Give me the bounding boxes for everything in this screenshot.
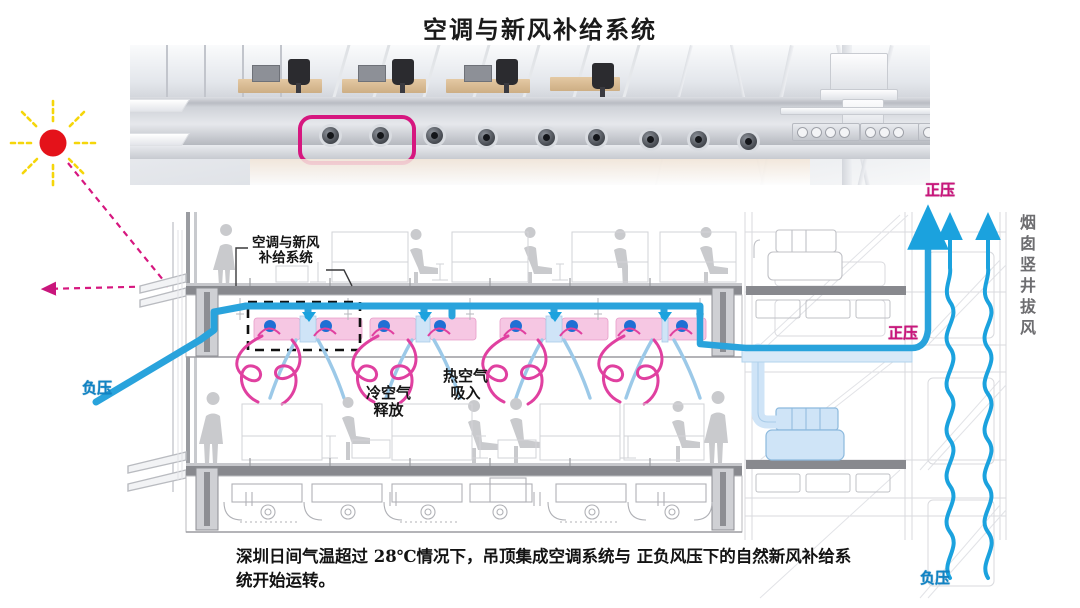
render-air-nozzle	[538, 129, 555, 146]
render-mullion	[204, 45, 206, 97]
ceiling-module-dashed-outline	[246, 300, 362, 352]
mid-floor-furniture	[241, 403, 705, 461]
render-monitor	[358, 65, 386, 82]
lower-ceiling-modules	[223, 477, 713, 523]
render-equipment-rail	[780, 107, 930, 115]
label-hot-air: 热空气 吸入	[443, 367, 489, 402]
label-positive-pressure-top: 正压	[925, 181, 956, 199]
label-chimney-shaft: 烟囱竖井拔风	[1017, 214, 1036, 340]
upper-floor-finish	[186, 283, 742, 286]
label-negative-pressure-bottom: 负压	[920, 569, 951, 587]
lower-floor-finish	[186, 463, 742, 466]
render-bus-tray	[860, 123, 920, 141]
hot-air-intake-curls	[235, 334, 664, 406]
label-cold-air: 冷空气 释放	[366, 384, 412, 419]
caption-text: 深圳日间气温超过 28℃情况下，吊顶集成空调系统与 正负风压下的自然新风补给系统…	[236, 547, 852, 590]
render-ceiling-soffit	[130, 145, 930, 159]
render-chair	[392, 59, 414, 93]
page-title: 空调与新风补给系统	[423, 15, 657, 44]
render-chair	[592, 63, 614, 97]
render-mullion	[242, 45, 244, 97]
render-bus-tray	[918, 123, 930, 141]
lower-floor-slab	[186, 466, 742, 476]
solar-ray-dashed-arrow	[40, 162, 169, 296]
lower-ceiling-plenum	[185, 475, 743, 533]
render-air-nozzle	[588, 129, 605, 146]
upper-floor-occupants	[213, 224, 728, 288]
positive-pressure-exhaust-line	[696, 204, 949, 352]
render-chair	[496, 59, 518, 93]
lower-structural-columns	[195, 467, 735, 531]
render-bus-tray	[792, 123, 860, 141]
supply-air-duct-upper	[92, 302, 704, 406]
supply-drop-arrowheads	[302, 312, 672, 322]
upper-floor-slab	[186, 286, 742, 295]
render-ceiling-slab	[130, 97, 930, 107]
render-mullion	[280, 45, 282, 97]
render-mullion	[166, 45, 168, 97]
mid-floor-occupants	[199, 391, 728, 466]
label-negative-pressure-left: 负压	[82, 379, 113, 397]
render-air-nozzle	[478, 129, 495, 146]
air-handling-unit-room	[741, 229, 913, 493]
render-air-nozzle	[690, 131, 707, 148]
render-chair	[288, 59, 310, 93]
render-air-nozzle	[322, 127, 339, 144]
render-air-nozzle	[426, 127, 443, 144]
cool-air-release-streams	[268, 338, 702, 400]
slab-ticks	[249, 278, 651, 466]
render-air-nozzle	[372, 127, 389, 144]
render-floor-reflection	[250, 159, 810, 185]
ceiling-system-render	[130, 45, 930, 185]
label-system: 空调与新风 补给系统	[252, 235, 320, 267]
render-equipment	[830, 53, 888, 91]
label-positive-pressure-mid: 正压	[888, 324, 919, 342]
render-air-nozzle	[642, 131, 659, 148]
sun-icon	[5, 95, 101, 191]
render-monitor	[252, 65, 280, 82]
render-air-nozzle	[740, 133, 757, 150]
upper-floor-furniture	[275, 231, 737, 283]
render-monitor	[464, 65, 492, 82]
chimney-updraft-waves	[937, 212, 1001, 580]
